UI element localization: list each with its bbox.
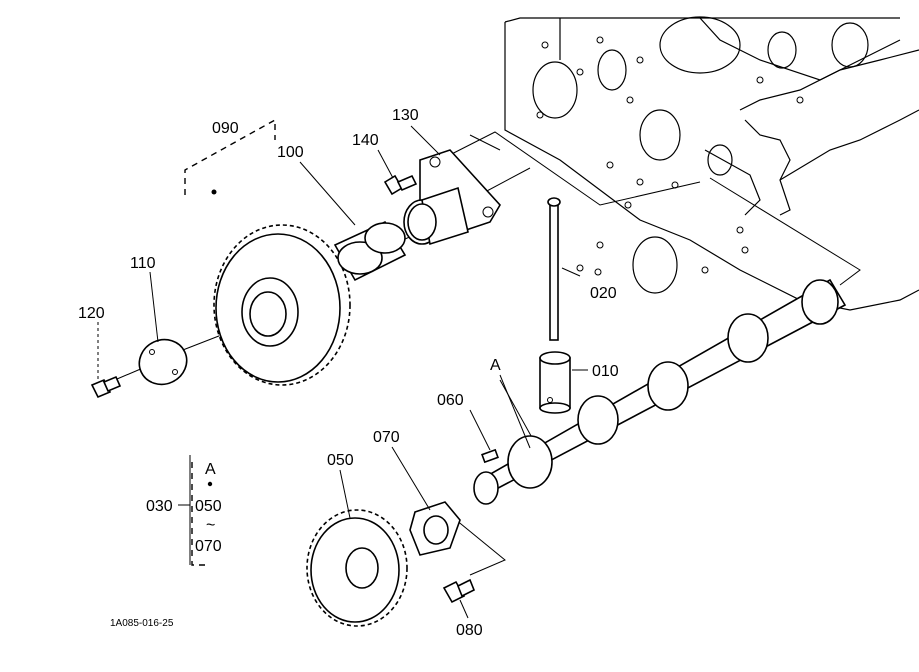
gear-collar: [138, 338, 188, 386]
label-010: 010: [592, 363, 619, 380]
bolt-080: [442, 578, 476, 604]
kit-legend: [178, 455, 213, 565]
bolt-140: [383, 174, 418, 196]
label-110: 110: [130, 255, 156, 272]
push-rod: [547, 197, 561, 341]
kit-legend-range-mark: ~: [206, 517, 215, 534]
thrust-plate: [409, 501, 461, 556]
label-080: 080: [456, 622, 483, 639]
bushing: [333, 220, 407, 282]
bolt-120: [90, 375, 122, 399]
label-120: 120: [78, 305, 105, 322]
idle-gear-shaft: [403, 149, 501, 246]
label-130: 130: [392, 107, 419, 124]
camshaft: [473, 278, 847, 505]
part-labels: 090 100 140 130 110 120 020 010 A 060 07…: [78, 107, 619, 639]
label-020: 020: [590, 285, 617, 302]
tappet: [539, 351, 571, 414]
label-090: 090: [212, 120, 239, 137]
label-140: 140: [352, 132, 379, 149]
kit-legend-end: 070: [195, 538, 222, 555]
engine-block: [504, 16, 919, 311]
group-bracket-090: [184, 118, 276, 566]
kit-legend-top: A: [205, 461, 216, 478]
callout-leaders: [97, 125, 588, 619]
label-050: 050: [327, 452, 354, 469]
label-030: 030: [146, 498, 173, 515]
kit-legend-start: 050: [195, 498, 222, 515]
cam-gear: [306, 509, 408, 627]
label-a-marker: A: [490, 357, 501, 374]
idle-gear: [211, 189, 351, 386]
label-100: 100: [277, 144, 304, 161]
label-070: 070: [373, 429, 400, 446]
figure-code: 1A085-016-25: [110, 618, 174, 629]
kit-legend-text: A 050 ~ 070: [195, 461, 222, 555]
label-060: 060: [437, 392, 464, 409]
